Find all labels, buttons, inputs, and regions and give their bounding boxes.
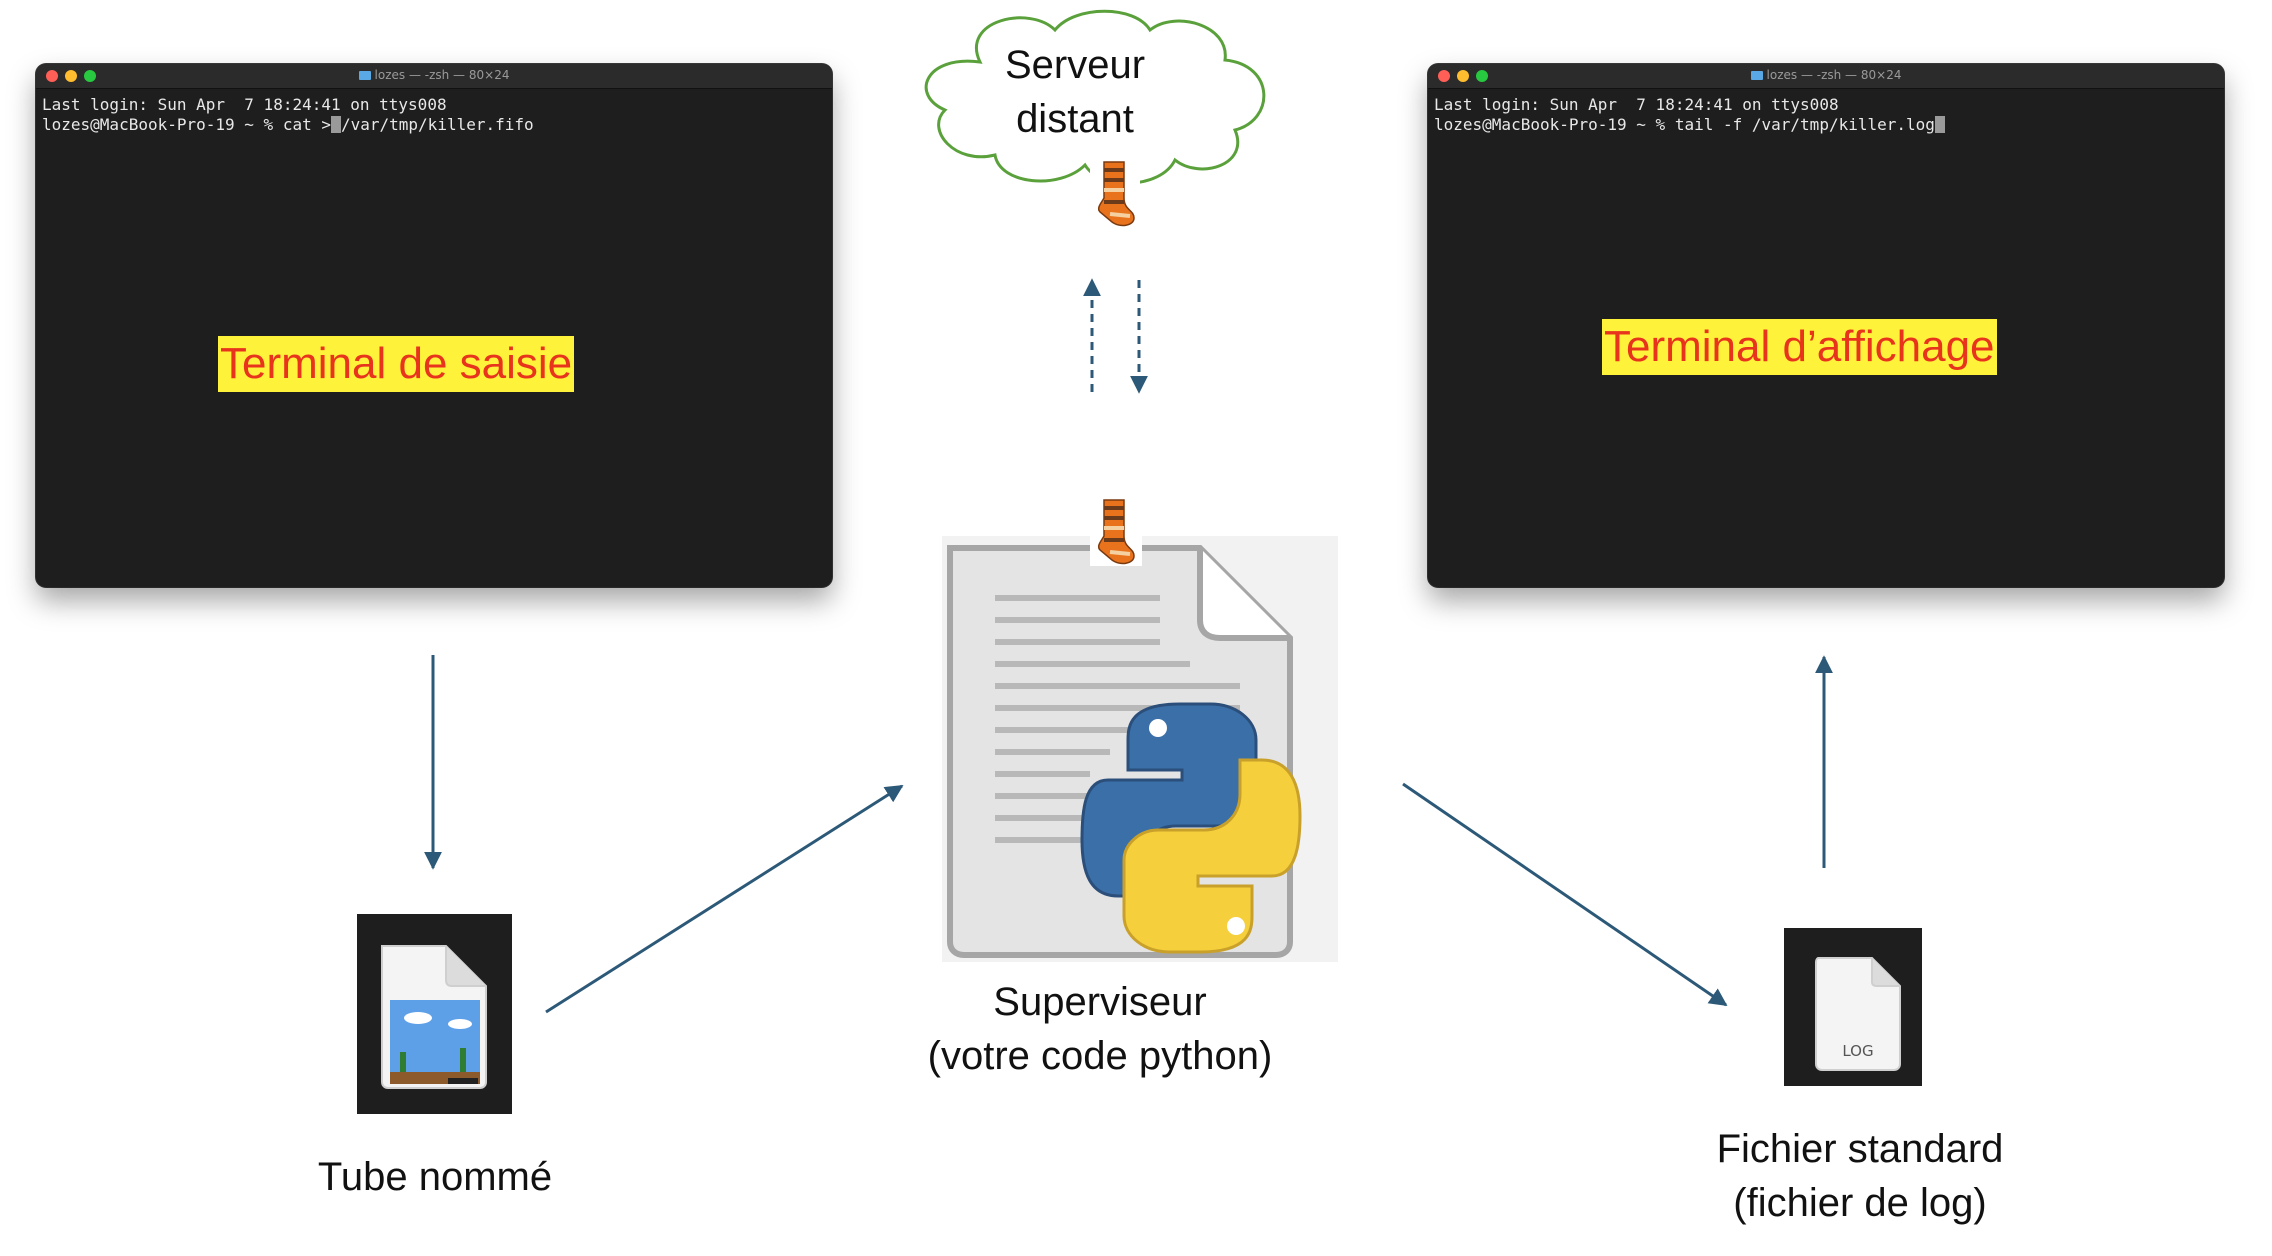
input-terminal-line-2: lozes@MacBook-Pro-19 ~ % cat >/var/tmp/k… <box>42 115 534 134</box>
input-terminal-output[interactable]: Last login: Sun Apr 7 18:24:41 on ttys00… <box>36 89 832 141</box>
minimize-button-icon[interactable] <box>1457 70 1469 82</box>
zoom-button-icon[interactable] <box>84 70 96 82</box>
output-terminal-title: lozes — -zsh — 80×24 <box>1428 68 2224 82</box>
input-terminal-titlebar[interactable]: lozes — -zsh — 80×24 <box>36 64 832 89</box>
log-file-badge: LOG <box>1842 1042 1874 1060</box>
output-terminal-line-1: Last login: Sun Apr 7 18:24:41 on ttys00… <box>1434 95 1839 114</box>
sock-icon <box>1090 496 1142 566</box>
named-pipe-label: Tube nommé <box>317 1155 553 1199</box>
output-terminal-line-2: lozes@MacBook-Pro-19 ~ % tail -f /var/tm… <box>1434 115 2218 135</box>
fifo-file-icon <box>357 914 512 1114</box>
arrow-pipe-to-supervisor <box>545 784 904 1014</box>
output-terminal-window[interactable]: lozes — -zsh — 80×24 Last login: Sun Apr… <box>1428 64 2224 587</box>
server-label: Serveur distant <box>960 38 1190 146</box>
output-terminal-label: Terminal d’affichage <box>1602 319 1997 375</box>
folder-icon <box>358 71 371 80</box>
folder-icon <box>1750 71 1763 80</box>
text-cursor <box>1934 116 1945 133</box>
input-terminal-line-1: Last login: Sun Apr 7 18:24:41 on ttys00… <box>42 95 447 114</box>
output-terminal-titlebar[interactable]: lozes — -zsh — 80×24 <box>1428 64 2224 89</box>
log-file-label-line-1: Fichier standard <box>1716 1127 2004 1171</box>
supervisor-label-line-2: (votre code python) <box>927 1034 1273 1078</box>
python-file-icon <box>942 536 1338 962</box>
minimize-button-icon[interactable] <box>65 70 77 82</box>
text-cursor <box>330 116 341 133</box>
close-button-icon[interactable] <box>1438 70 1450 82</box>
server-label-line-2: distant <box>1016 97 1134 141</box>
log-file-label: Fichier standard (fichier de log) <box>1650 1122 2070 1230</box>
arrow-supervisor-to-log <box>1402 782 1728 1007</box>
input-terminal-label: Terminal de saisie <box>218 336 575 392</box>
sock-icon <box>1090 158 1140 227</box>
zoom-button-icon[interactable] <box>1476 70 1488 82</box>
supervisor-label: Superviseur (votre code python) <box>880 975 1320 1083</box>
close-button-icon[interactable] <box>46 70 58 82</box>
log-file-icon <box>1784 928 1922 1086</box>
input-terminal-window[interactable]: lozes — -zsh — 80×24 Last login: Sun Apr… <box>36 64 832 587</box>
log-file-label-line-2: (fichier de log) <box>1733 1181 1987 1225</box>
cloud-icon <box>924 9 1266 185</box>
supervisor-label-line-1: Superviseur <box>993 980 1207 1024</box>
output-terminal-output[interactable]: Last login: Sun Apr 7 18:24:41 on ttys00… <box>1428 89 2224 141</box>
input-terminal-title: lozes — -zsh — 80×24 <box>36 68 832 82</box>
server-label-line-1: Serveur <box>1004 43 1146 87</box>
